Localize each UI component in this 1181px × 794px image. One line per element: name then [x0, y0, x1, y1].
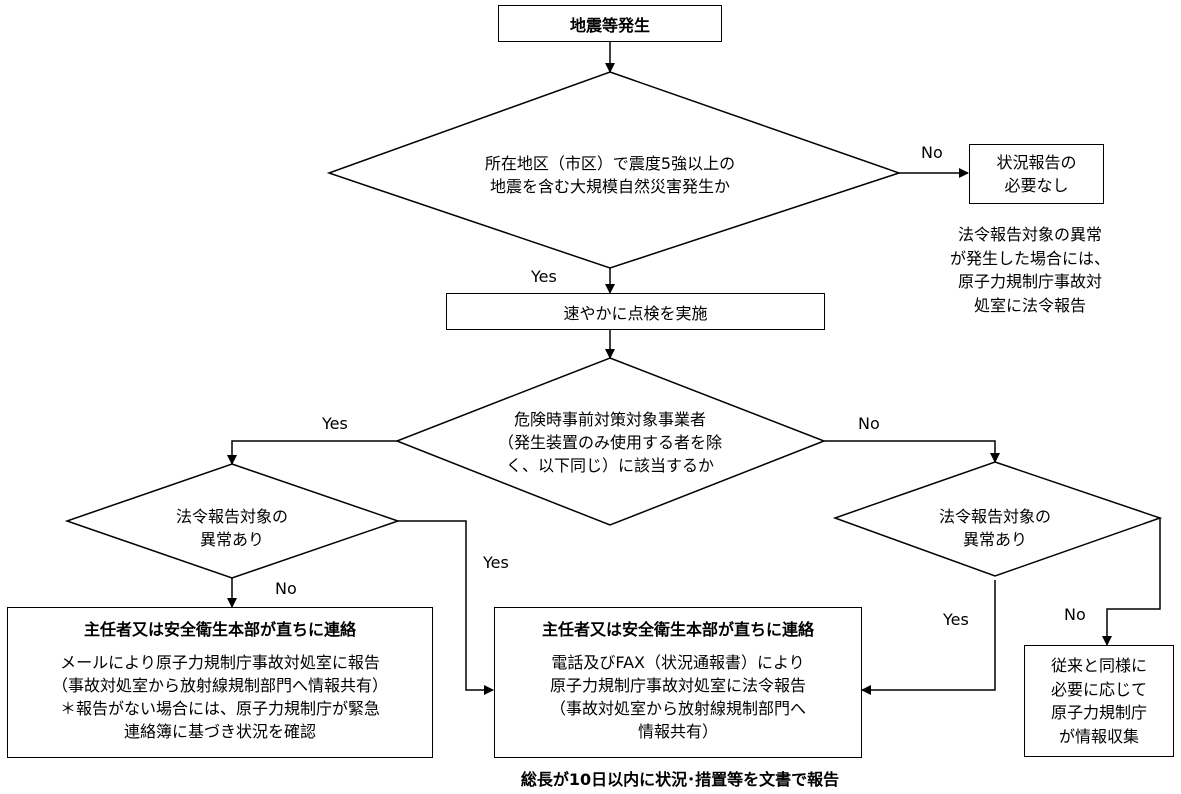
note-line1: 法令報告対象の異常	[957, 225, 1102, 244]
note-line3: 原子力規制庁事故対	[957, 272, 1102, 291]
no-report-line2: 必要なし	[1004, 176, 1069, 195]
left-action-box: 主任者又は安全衛生本部が直ちに連絡 メールにより原子力規制庁事故対処室に報告 （…	[7, 607, 433, 758]
right-action-line1: 従来と同様に	[1050, 656, 1147, 675]
no-report-box: 状況報告の 必要なし	[969, 144, 1104, 204]
footer-note: 総長が10日以内に状況･措置等を文書で報告	[520, 770, 840, 789]
decision-left-text: 法令報告対象の 異常あり	[132, 505, 332, 551]
decision-right-line2: 異常あり	[962, 530, 1027, 549]
inspect-box: 速やかに点検を実施	[446, 293, 825, 330]
left-action-line2: （事故対処室から放射線規制部門へ情報共有）	[51, 676, 388, 695]
decision-right-no-label: No	[1064, 605, 1086, 624]
start-box: 地震等発生	[498, 5, 722, 42]
decision-2-diamond	[394, 357, 827, 526]
decision-1-line2: 地震を含む大規模自然災害発生か	[489, 177, 730, 196]
note-line2: が発生した場合には、	[949, 248, 1110, 268]
center-action-line3: （事故対処室から放射線規制部門へ	[549, 699, 806, 718]
right-action-line2: 必要に応じて	[1050, 679, 1147, 699]
left-action-line3: ＊報告がない場合には、原子力規制庁が緊急	[59, 699, 380, 718]
decision-1-no-label: No	[921, 143, 943, 162]
left-action-title: 主任者又は安全衛生本部が直ちに連絡	[83, 620, 356, 639]
decision-right-yes-label: Yes	[943, 610, 969, 629]
no-report-line1: 状況報告の	[996, 153, 1077, 172]
decision-1-line1: 所在地区（市区）で震度5強以上の	[484, 154, 736, 173]
right-action-box: 従来と同様に 必要に応じて 原子力規制庁 が情報収集	[1024, 645, 1174, 757]
decision-right-text: 法令報告対象の 異常あり	[895, 505, 1095, 551]
left-action-line4: 連絡簿に基づき状況を確認	[123, 722, 316, 741]
decision-left-line1: 法令報告対象の	[175, 507, 288, 526]
decision-left-no-label: No	[275, 579, 297, 598]
decision-2-line2: （発生装置のみ使用する者を除	[497, 433, 722, 452]
start-label: 地震等発生	[569, 15, 650, 35]
center-action-box: 主任者又は安全衛生本部が直ちに連絡 電話及びFAX（状況通報書）により 原子力規…	[494, 607, 862, 758]
right-action-line3: 原子力規制庁	[1050, 703, 1147, 722]
decision-2-line1: 危険時事前対策対象事業者	[513, 410, 706, 429]
right-action-line4: が情報収集	[1058, 726, 1139, 746]
decision-right-line1: 法令報告対象の	[938, 507, 1051, 526]
center-action-title: 主任者又は安全衛生本部が直ちに連絡	[541, 620, 814, 639]
decision-left-line2: 異常あり	[199, 530, 264, 549]
decision-2-yes-label: Yes	[322, 414, 348, 433]
decision-1-text: 所在地区（市区）で震度5強以上の 地震を含む大規模自然災害発生か	[420, 152, 800, 198]
decision-2-text: 危険時事前対策対象事業者 （発生装置のみ使用する者を除 く、以下同じ）に該当する…	[450, 408, 770, 477]
center-action-line1: 電話及びFAX（状況通報書）により	[551, 653, 805, 672]
note-line4: 処室に法令報告	[973, 295, 1086, 315]
decision-2-line3: く、以下同じ）に該当するか	[505, 456, 714, 475]
decision-left-yes-label: Yes	[483, 553, 509, 572]
left-action-line1: メールにより原子力規制庁事故対処室に報告	[60, 653, 380, 672]
center-action-line2: 原子力規制庁事故対処室に法令報告	[549, 676, 806, 695]
note-text: 法令報告対象の異常 が発生した場合には、 原子力規制庁事故対 処室に法令報告	[925, 223, 1135, 317]
decision-1-yes-label: Yes	[531, 267, 557, 286]
center-action-line4: 情報共有）	[637, 722, 718, 741]
decision-2-no-label: No	[858, 414, 880, 433]
decision-right-diamond	[832, 461, 1163, 577]
inspect-label: 速やかに点検を実施	[563, 303, 708, 323]
